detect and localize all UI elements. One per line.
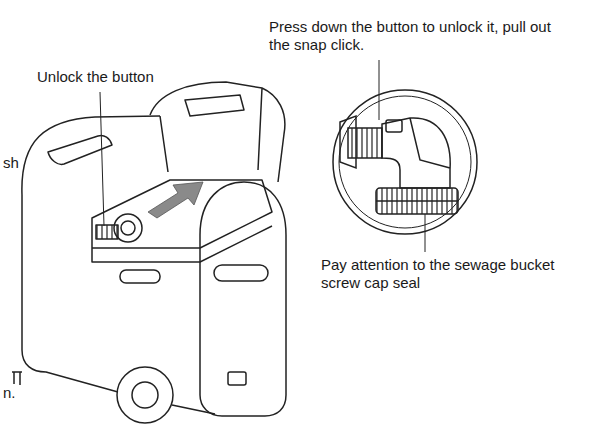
handle [214, 265, 268, 281]
pipe-ribs [348, 128, 382, 158]
large-wheel [117, 367, 173, 423]
leader-line [379, 60, 380, 120]
cap-rim [376, 200, 458, 202]
callout-label: Pay attention to the sewage bucket screw… [320, 256, 570, 292]
callout-label: n. [2, 384, 17, 402]
magnifier-inner [339, 96, 471, 228]
screw-cap [376, 188, 458, 214]
callout-label: sh [2, 154, 20, 172]
inner-cavity [92, 180, 272, 262]
magnifier [333, 90, 477, 234]
open-lid [150, 82, 285, 182]
housing-outline [12, 82, 286, 423]
leader-line [425, 214, 426, 252]
body-outline [22, 116, 215, 414]
callout-label: Unlock the button [36, 68, 155, 86]
pipe-collar [340, 116, 356, 168]
leader-line [100, 92, 104, 226]
wheel-hub [132, 382, 158, 408]
small-elbow-end [121, 221, 135, 235]
leader-lines [100, 60, 425, 252]
power-switch [228, 372, 246, 385]
magnifier-circle [333, 90, 477, 234]
elbow-pipe [382, 118, 450, 188]
callout-label: Press down the button to unlock it, pull… [268, 18, 552, 54]
direction-arrow [148, 182, 203, 218]
side-grip [120, 270, 160, 283]
small-bucket-ribs [96, 225, 118, 239]
end-face [200, 182, 286, 416]
lid-window [185, 95, 244, 116]
